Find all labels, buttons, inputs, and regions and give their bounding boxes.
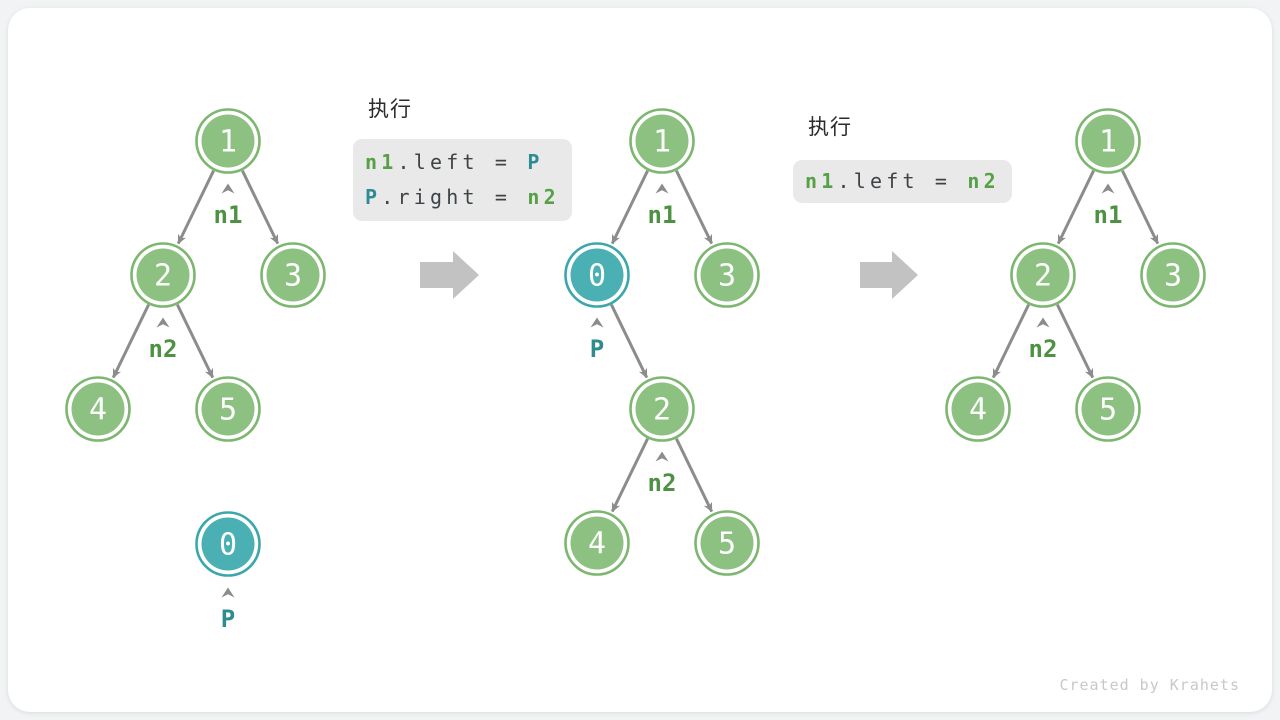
code-token-p: P (527, 150, 544, 174)
pointer-label-p: P (589, 335, 605, 363)
svg-text:1: 1 (1099, 125, 1117, 160)
caret-up-icon (655, 183, 669, 194)
tree1-node-5: 5 (195, 376, 261, 442)
tree3-edge-2-5 (1056, 304, 1095, 379)
svg-text:0: 0 (219, 528, 237, 563)
tree2-edge-0-2 (610, 304, 649, 379)
svg-text:2: 2 (154, 259, 172, 294)
tree3-node-5: 5 (1075, 376, 1141, 442)
tree2-node-2: 2 (629, 376, 695, 442)
tree3-node-4: 4 (945, 376, 1011, 442)
svg-text:4: 4 (588, 527, 606, 562)
exec-heading: 执行 (808, 116, 852, 139)
tree3-edge-1-3 (1121, 170, 1160, 245)
svg-text:2: 2 (1034, 259, 1052, 294)
code-token-n1: n1 (365, 150, 398, 174)
tree2-node-3: 3 (694, 242, 760, 308)
tree2-edge-1-0 (610, 170, 649, 245)
tree1-edge-1-2 (176, 170, 215, 245)
svg-text:3: 3 (1164, 259, 1182, 294)
svg-text:3: 3 (718, 259, 736, 294)
code-token-n2: n2 (967, 169, 1000, 193)
svg-text:5: 5 (1099, 393, 1117, 428)
caret-up-icon (221, 183, 235, 194)
pointer-label-n2: n2 (148, 335, 178, 363)
tree1-edge-2-5 (176, 304, 215, 379)
svg-text:3: 3 (284, 259, 302, 294)
tree3-node-1: 1 (1075, 108, 1141, 174)
tree2-edge-2-5 (675, 438, 714, 513)
pointer-label-n1: n1 (647, 201, 677, 229)
tree2-edge-1-3 (675, 170, 714, 245)
pointer-label-n1: n1 (1093, 201, 1123, 229)
tree1-edge-1-3 (241, 170, 280, 245)
caret-up-icon (655, 451, 669, 462)
tree2-edge-2-4 (610, 438, 649, 513)
tree3-edge-1-2 (1056, 170, 1095, 245)
svg-text:1: 1 (653, 125, 671, 160)
tree3-edge-2-4 (991, 304, 1030, 379)
tree3-node-2: 2 (1010, 242, 1076, 308)
svg-text:5: 5 (718, 527, 736, 562)
code-line: n1.left = P (365, 145, 560, 180)
code-token-n1: n1 (805, 169, 838, 193)
step-arrow-right-icon (420, 251, 479, 299)
tree2-node-5: 5 (694, 510, 760, 576)
code-token-plain: .left = (837, 169, 968, 193)
code-token-plain: .left = (397, 150, 528, 174)
step-arrow-right-icon (860, 251, 918, 299)
code-token-plain: .right = (381, 185, 528, 209)
svg-text:2: 2 (653, 393, 671, 428)
code-token-p: P (365, 185, 382, 209)
pointer-label-n1: n1 (213, 201, 243, 229)
pointer-label-n2: n2 (647, 469, 677, 497)
caret-up-icon (156, 317, 170, 328)
svg-text:1: 1 (219, 125, 237, 160)
tree1-node-0-inserted: 0 (195, 511, 261, 577)
svg-text:0: 0 (588, 259, 606, 294)
exec-heading: 执行 (368, 98, 412, 121)
code-token-n2: n2 (527, 185, 560, 209)
caret-up-icon (590, 317, 604, 328)
caret-up-icon (1101, 183, 1115, 194)
code-box: n1.left = n2 (793, 160, 1012, 203)
tree2-node-4: 4 (564, 510, 630, 576)
tree2-node-1: 1 (629, 108, 695, 174)
code-box: n1.left = P P.right = n2 (353, 139, 572, 221)
tree3-node-3: 3 (1140, 242, 1206, 308)
code-line: P.right = n2 (365, 180, 560, 215)
tree2-node-0-inserted: 0 (564, 242, 630, 308)
pointer-label-n2: n2 (1028, 335, 1058, 363)
watermark: Created by Krahets (1059, 676, 1240, 694)
tree1-node-1: 1 (195, 108, 261, 174)
code-line: n1.left = n2 (805, 166, 1000, 197)
tree1-node-4: 4 (65, 376, 131, 442)
caret-up-icon (221, 587, 235, 598)
pointer-label-p: P (220, 605, 236, 633)
tree1-node-2: 2 (130, 242, 196, 308)
svg-text:4: 4 (89, 393, 107, 428)
svg-text:4: 4 (969, 393, 987, 428)
svg-text:5: 5 (219, 393, 237, 428)
caret-up-icon (1036, 317, 1050, 328)
tree1-node-3: 3 (260, 242, 326, 308)
tree1-edge-2-4 (111, 304, 150, 379)
